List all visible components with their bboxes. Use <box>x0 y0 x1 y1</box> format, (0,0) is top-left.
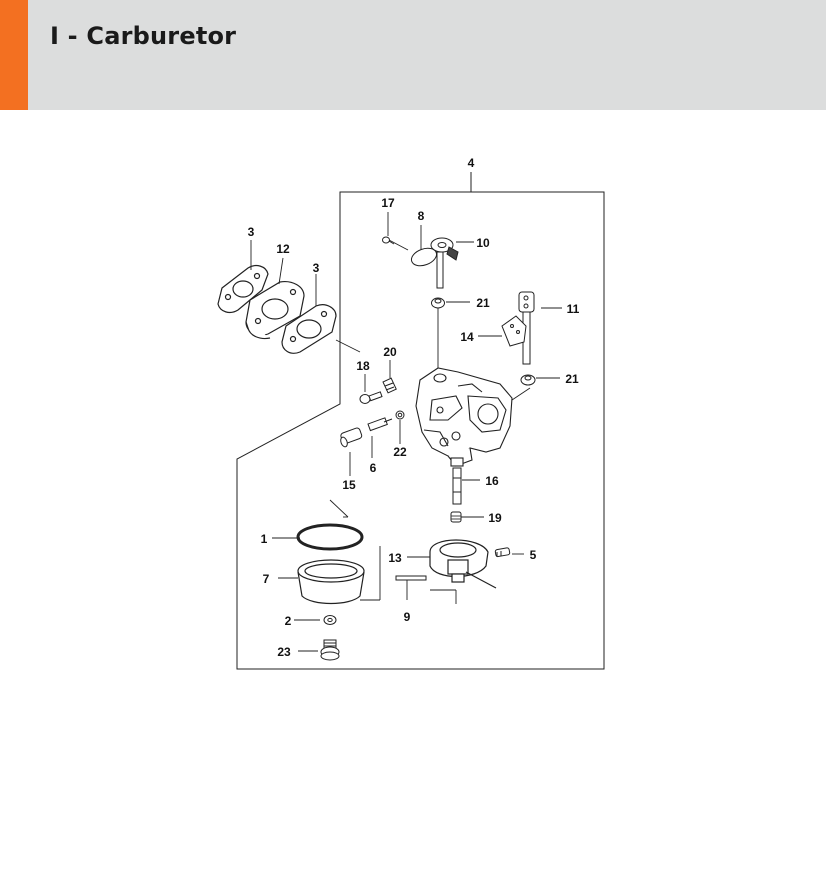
throttle-shaft-10 <box>430 237 459 289</box>
washer-22 <box>395 410 405 420</box>
bolt-23 <box>320 639 340 661</box>
emulsion-tube-16 <box>452 467 462 505</box>
callout-21-bottom: 21 <box>565 372 579 386</box>
callout-6: 6 <box>370 461 377 475</box>
seal-21-bottom <box>520 374 536 386</box>
callout-17: 17 <box>381 196 395 210</box>
choke-plate-14 <box>501 315 527 347</box>
page-header: I - Carburetor <box>0 0 826 110</box>
callout-13: 13 <box>388 551 402 565</box>
leader-lines <box>250 212 562 652</box>
o-ring-1 <box>296 523 364 551</box>
gasket-left <box>217 264 269 314</box>
callout-2: 2 <box>285 614 292 628</box>
callout-22: 22 <box>393 445 407 459</box>
choke-shaft-11 <box>518 291 535 365</box>
callout-3-right: 3 <box>313 261 320 275</box>
washer-2 <box>323 615 337 625</box>
main-jet-6 <box>367 417 393 432</box>
carburetor-body <box>415 367 513 467</box>
callout-8: 8 <box>418 209 425 223</box>
float-bowl-7 <box>297 559 365 605</box>
callout-9: 9 <box>404 610 411 624</box>
callout-labels: 4 17 8 10 3 12 3 21 11 14 21 20 18 22 6 … <box>248 156 580 659</box>
callout-10: 10 <box>476 236 490 250</box>
callout-3-left: 3 <box>248 225 255 239</box>
callout-5: 5 <box>530 548 537 562</box>
gasket-right <box>281 304 337 354</box>
callout-15: 15 <box>342 478 356 492</box>
callout-1: 1 <box>261 532 268 546</box>
callout-12: 12 <box>276 242 290 256</box>
assembly-frame <box>236 172 605 670</box>
screw-17 <box>382 236 395 245</box>
float-pin-9 <box>395 575 427 581</box>
throttle-plate-8 <box>410 247 438 267</box>
page-title: I - Carburetor <box>50 22 237 50</box>
idle-screw-18 <box>359 391 383 404</box>
needle-5 <box>494 547 511 558</box>
callout-4: 4 <box>468 156 475 170</box>
nozzle-15 <box>340 427 363 448</box>
callout-18: 18 <box>356 359 370 373</box>
callout-21-top: 21 <box>476 296 490 310</box>
callout-19: 19 <box>488 511 502 525</box>
callout-14: 14 <box>460 330 474 344</box>
seal-21-top <box>431 297 445 309</box>
screw-19 <box>450 511 462 523</box>
callout-16: 16 <box>485 474 499 488</box>
header-accent-bar <box>0 0 28 110</box>
callout-11: 11 <box>567 302 580 316</box>
float-13 <box>429 539 497 589</box>
callout-20: 20 <box>383 345 397 359</box>
callout-7: 7 <box>263 572 270 586</box>
spring-20 <box>382 377 397 394</box>
callout-23: 23 <box>277 645 291 659</box>
